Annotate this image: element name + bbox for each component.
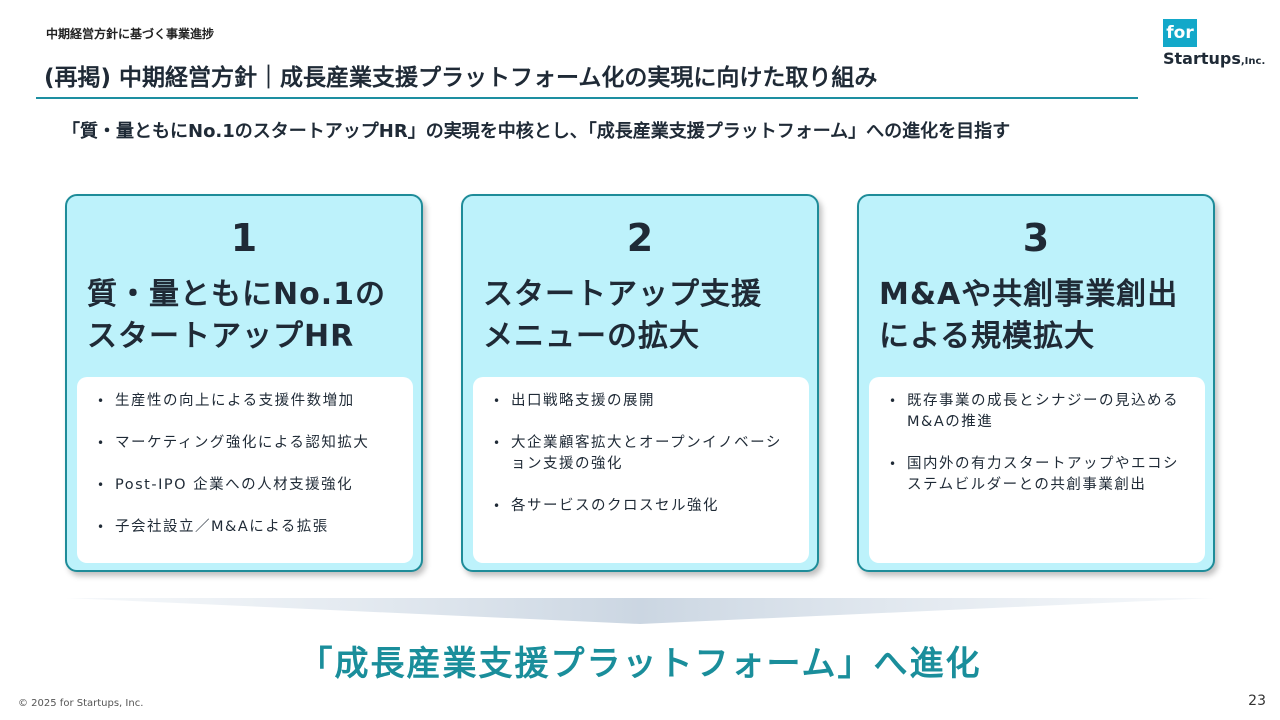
card-title-line: 質・量ともにNo.1の xyxy=(87,277,386,312)
logo-mark: for xyxy=(1163,19,1197,47)
logo-suffix: ,Inc. xyxy=(1240,56,1266,67)
page-number: 23 xyxy=(1248,693,1266,709)
card-title: スタートアップ支援 メニューの拡大 xyxy=(483,274,807,358)
card-title-line: による規模拡大 xyxy=(879,319,1096,354)
copyright: © 2025 for Startups, Inc. xyxy=(18,698,144,709)
list-item: マーケティング強化による認知拡大 xyxy=(97,433,399,454)
page-title: (再掲) 中期経営方針｜成長産業支援プラットフォーム化の実現に向けた取り組み xyxy=(44,65,878,91)
card-number: 2 xyxy=(626,216,654,260)
list-item: 生産性の向上による支援件数増加 xyxy=(97,391,399,412)
card-item-list: 出口戦略支援の展開 大企業顧客拡大とオープンイノベーション支援の強化 各サービス… xyxy=(473,377,809,563)
card-title: 質・量ともにNo.1の スタートアップHR xyxy=(87,274,411,358)
initiative-card-1: 1 質・量ともにNo.1の スタートアップHR 生産性の向上による支援件数増加 … xyxy=(65,194,423,572)
card-number: 3 xyxy=(1022,216,1050,260)
card-item-list: 既存事業の成長とシナジーの見込めるM&Aの推進 国内外の有力スタートアップやエコ… xyxy=(869,377,1205,563)
list-item: 出口戦略支援の展開 xyxy=(493,391,795,412)
slide-subtitle: 「質・量ともにNo.1のスタートアップHR」の実現を中核とし、「成長産業支援プラ… xyxy=(62,121,1011,142)
logo-wordmark: Startups,Inc. xyxy=(1163,49,1265,68)
card-item-list: 生産性の向上による支援件数増加 マーケティング強化による認知拡大 Post-IP… xyxy=(77,377,413,563)
breadcrumb: 中期経営方針に基づく事業進捗 xyxy=(46,27,215,41)
list-item: 大企業顧客拡大とオープンイノベーション支援の強化 xyxy=(493,433,795,475)
initiative-card-3: 3 M&Aや共創事業創出 による規模拡大 既存事業の成長とシナジーの見込めるM&… xyxy=(857,194,1215,572)
conclusion-statement: 「成長産業支援プラットフォーム」へ進化 xyxy=(298,644,982,684)
list-item: 子会社設立／M&Aによる拡張 xyxy=(97,517,399,538)
down-arrow-band-icon xyxy=(66,598,1214,624)
list-item: 各サービスのクロスセル強化 xyxy=(493,496,795,517)
initiative-card-2: 2 スタートアップ支援 メニューの拡大 出口戦略支援の展開 大企業顧客拡大とオー… xyxy=(461,194,819,572)
card-title-line: スタートアップ支援 xyxy=(483,277,762,312)
company-logo: for Startups,Inc. xyxy=(1163,19,1273,71)
logo-word: Startups xyxy=(1163,49,1241,68)
list-item: 国内外の有力スタートアップやエコシステムビルダーとの共創事業創出 xyxy=(889,454,1191,496)
card-title-line: スタートアップHR xyxy=(87,319,355,354)
list-item: 既存事業の成長とシナジーの見込めるM&Aの推進 xyxy=(889,391,1191,433)
title-divider xyxy=(36,97,1138,99)
card-title-line: M&Aや共創事業創出 xyxy=(879,277,1179,312)
card-title-line: メニューの拡大 xyxy=(483,319,700,354)
card-title: M&Aや共創事業創出 による規模拡大 xyxy=(879,274,1203,358)
card-number: 1 xyxy=(230,216,258,260)
list-item: Post-IPO 企業への人材支援強化 xyxy=(97,475,399,496)
